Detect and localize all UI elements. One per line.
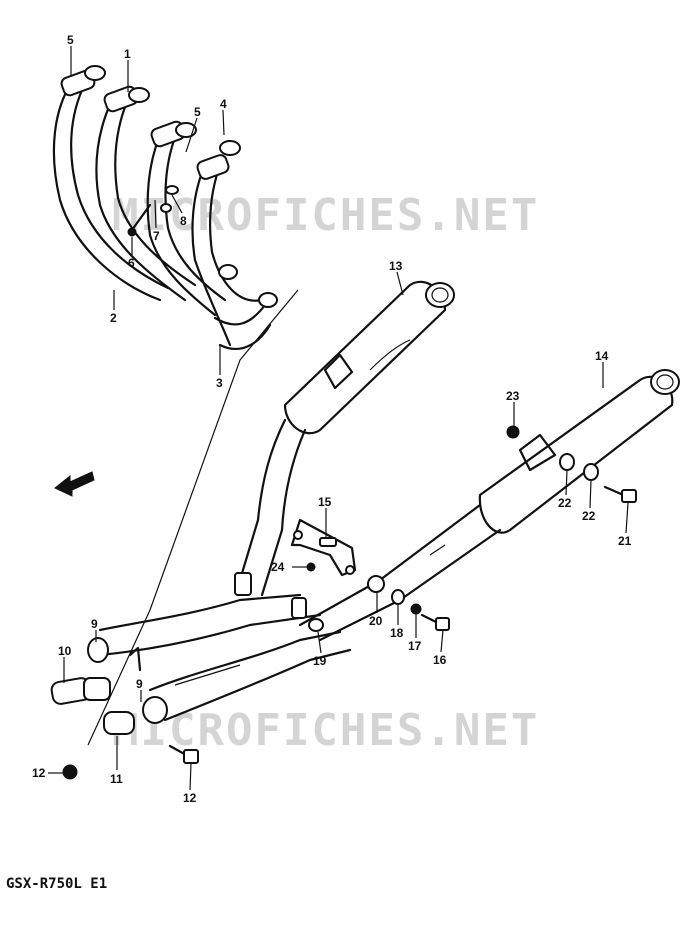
- callout-18: 18: [390, 626, 404, 640]
- callout-5-right: 5: [194, 105, 201, 119]
- callout-9-mid: 9: [136, 677, 143, 691]
- left-muffler: [234, 280, 455, 597]
- callout-15: 15: [318, 495, 332, 509]
- callout-22-left: 22: [558, 496, 572, 510]
- callout-8: 8: [180, 214, 187, 228]
- callout-24: 24: [271, 560, 285, 574]
- front-arrow-icon: [54, 471, 95, 497]
- right-muffler: [298, 369, 680, 642]
- callout-1: 1: [124, 47, 131, 61]
- callout-16: 16: [433, 653, 447, 667]
- watermark-top: MICROFICHES.NET: [112, 190, 539, 241]
- callout-7: 7: [153, 229, 160, 243]
- callout-17: 17: [408, 639, 422, 653]
- muffler-bracket: [290, 518, 357, 577]
- exhaust-header-pipes: [52, 65, 278, 350]
- leader-lines: [48, 46, 629, 791]
- callout-22-right: 22: [582, 509, 596, 523]
- assembly-guide-line: [87, 289, 299, 746]
- callout-13: 13: [389, 259, 403, 273]
- callout-19: 19: [313, 654, 327, 668]
- callout-14: 14: [595, 349, 609, 363]
- callout-3: 3: [216, 376, 223, 390]
- callout-11: 11: [110, 772, 123, 786]
- callout-20: 20: [369, 614, 383, 628]
- callout-4: 4: [220, 97, 227, 111]
- callout-2: 2: [110, 311, 117, 325]
- callout-12-bottom: 12: [183, 791, 197, 805]
- mid-pipe-assembly: [50, 593, 352, 735]
- model-code: GSX-R750L E1: [6, 876, 107, 892]
- callout-6: 6: [128, 256, 135, 270]
- callout-10: 10: [58, 644, 72, 658]
- callout-9-left: 9: [91, 617, 98, 631]
- callout-23: 23: [506, 389, 520, 403]
- callout-5-top: 5: [67, 33, 74, 47]
- callout-labels: 5 1 5 4 8 7 6 2 3 13 14 23 22 22 21 15 2…: [32, 33, 632, 805]
- callout-21: 21: [618, 534, 632, 548]
- callout-12-left: 12: [32, 766, 46, 780]
